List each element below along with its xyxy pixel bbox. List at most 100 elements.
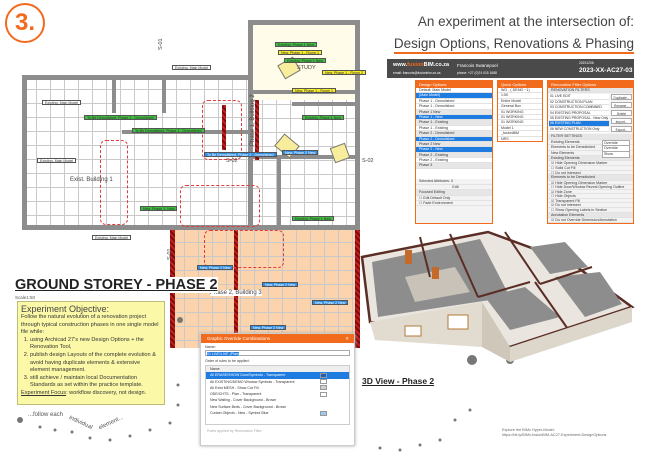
checkbox-icon[interactable]: ☐ [551, 208, 556, 213]
checkbox-icon[interactable]: ☐ [551, 170, 556, 175]
section-header: Elements to be Demolished [548, 175, 633, 181]
element-tag: New, Phase 2 New [282, 150, 319, 155]
renovation-filter-item[interactable]: 01 LIVE EDIT [549, 94, 609, 100]
checked-checkbox-icon[interactable]: ☑ [551, 180, 556, 185]
design-option-row[interactable]: Phase 1 - Existing [416, 120, 492, 126]
rule-name: New Surface Beds - Cover Background - Br… [210, 404, 287, 409]
checkbox-icon[interactable]: ☐ [551, 165, 556, 170]
color-swatch[interactable] [320, 379, 327, 385]
design-option-row[interactable]: Phase 2 - Demolished [416, 131, 492, 137]
footer-link[interactable]: https://bit.ly/BIMx-fusionBIM-AC27-Exper… [502, 433, 607, 437]
color-swatch[interactable] [320, 391, 327, 397]
objective-intro: Follow the natural evolution of a renova… [21, 314, 159, 336]
design-option-row[interactable]: Phase 1 - Existing [416, 126, 492, 132]
rule-name: New Walling - Cover Background - Brown [210, 398, 277, 403]
override-rule-row[interactable]: New Surface Beds - Cover Background - Br… [206, 404, 349, 410]
setting-dropdown[interactable]: Show [602, 150, 630, 158]
renovation-filter-item[interactable]: 04 EXISTING PROPOSAL [549, 111, 609, 116]
project-header-bar: www.fusionBIM.co.za email: francois@fusi… [387, 59, 634, 78]
checkbox-row[interactable]: ☐ Hide Objects [548, 194, 633, 199]
design-option-row[interactable]: Phase 2 - Demolished [416, 136, 492, 142]
fade-environment-checkbox[interactable]: ☐ Fade Environment [416, 201, 492, 207]
element-tag: To Be Demolished, Phase 2 - Demolished [204, 152, 277, 157]
name-input[interactable]: 01 LIVE/LIVE (Plan) [207, 352, 240, 356]
design-option-row[interactable]: Phase 1 - Demolished [416, 104, 492, 110]
checkbox-row[interactable]: ☐ Show Opening Labels in Section [548, 208, 633, 213]
renovation-filter-item[interactable]: 06 EXISTING PLAN [549, 121, 609, 127]
renovation-filter-item[interactable]: 03 CONSTRUCTION COMBINED [549, 105, 609, 111]
checkbox-row[interactable]: ☑ Hide Zone [548, 190, 633, 195]
quick-option-row[interactable]: 01 WORKING [498, 120, 542, 126]
color-swatch[interactable] [320, 410, 327, 416]
checkbox-label: Hide Opening Dimension Marker [555, 161, 608, 166]
override-rule-row[interactable]: Curtain Objects - New - Symbol Blue [206, 410, 349, 416]
color-swatch[interactable] [320, 385, 327, 391]
design-option-row[interactable]: Phase 2 - New [416, 147, 492, 153]
checked-checkbox-icon[interactable]: ☑ [551, 189, 556, 194]
design-option-row[interactable]: Phase 1 - Demolished [416, 99, 492, 105]
design-option-row[interactable]: Phase 1 New [416, 109, 492, 115]
checkbox-row[interactable]: ☑ Do not Override Drafting Elements [548, 223, 633, 224]
new-wall [355, 230, 360, 348]
column-header-name[interactable]: Name [206, 366, 349, 373]
default-option-dropdown[interactable]: Default: Main Model [416, 88, 492, 94]
override-rule-row[interactable]: All EXISTING/DEMO Window Symbols - Trans… [206, 379, 349, 385]
quick-option-row[interactable]: 1:50 [498, 93, 542, 99]
3d-view-title: 3D View - Phase 2 [362, 376, 435, 386]
quick-option-row[interactable]: _fusionBIM [498, 131, 542, 137]
quick-option-row[interactable]: NRS [498, 137, 542, 141]
checkbox-row[interactable]: ☐ Do not Intersect [548, 171, 633, 176]
checkbox-icon[interactable]: ☐ [551, 185, 556, 190]
quick-option-row[interactable]: General Box [498, 104, 542, 110]
filter-action-button[interactable]: Export... [611, 125, 632, 132]
checked-checkbox-icon[interactable]: ☑ [551, 218, 556, 223]
checkbox-label: Hide Zone [555, 189, 572, 194]
quick-option-row[interactable]: Model 1 [498, 126, 542, 132]
design-option-row[interactable]: Phase 2 - Existing [416, 152, 492, 159]
checkbox-row[interactable]: ☑ Hide Opening Dimension Marker [548, 181, 633, 186]
design-option-row[interactable]: Phase 2 New [416, 141, 492, 148]
rule-name: Curtain Objects - New - Symbol Blue [210, 411, 269, 416]
checked-checkbox-icon[interactable]: ☑ [551, 203, 556, 208]
checkbox-row[interactable]: ☑ Do not Override Dimension/Annotation [548, 218, 633, 223]
renovation-filter-item[interactable]: 05 EXISTING PROPOSAL - New Only [549, 115, 609, 122]
design-option-row[interactable]: (Main Model) [416, 93, 492, 99]
checkbox-row[interactable]: ☑ Transparent Fill [548, 199, 633, 204]
filter-action-button[interactable]: Rename... [611, 102, 632, 109]
override-rule-row[interactable]: All ERASE/SHOW Door/Symbols - Transparen… [206, 372, 349, 379]
element-tag: Existing, Main Model [172, 65, 212, 70]
edit-button[interactable]: Edit [416, 185, 492, 191]
design-option-row[interactable]: Phase 3 [416, 163, 492, 169]
quick-option-row[interactable]: 01 WORKING [498, 115, 542, 121]
filter-action-button[interactable]: Import... [611, 117, 632, 124]
override-rule-row[interactable]: New Walling - Cover Background - Brown [206, 397, 349, 403]
objective-item: publish design Layouts of the complete e… [30, 352, 161, 375]
design-option-row[interactable]: Phase 2 - Existing [416, 158, 492, 164]
quick-option-row[interactable]: 01 WORKING [498, 110, 542, 115]
checkbox-row[interactable]: ☐ Solid Cut Fill [548, 166, 633, 171]
override-rule-row[interactable]: ODE/CHTS - Plan - Transparent [206, 391, 349, 397]
filter-action-button[interactable]: Delete [611, 109, 632, 116]
wall [355, 20, 360, 230]
checkbox-icon[interactable]: ☐ [551, 194, 556, 199]
filter-action-button[interactable]: Duplicate... [611, 94, 632, 101]
renovation-filter-item[interactable]: 02 CONSTRUCTION PLAN [549, 100, 609, 106]
checkbox-row[interactable]: ☑ Do not Intersect [548, 203, 633, 209]
quick-option-row[interactable]: WO - ( DEMO ~1) [498, 88, 542, 94]
override-rule-row[interactable]: All Exist MESH - Show Cut Fill [206, 385, 349, 391]
section-marker: S-01 [158, 38, 164, 50]
checkbox-row[interactable]: ☐ Hide Door/Window Reveal Opening Outlin… [548, 185, 633, 190]
quick-option-row[interactable]: Entire Model [498, 99, 542, 105]
element-tag: Existing, Phase 1 New [302, 115, 344, 120]
checked-checkbox-icon[interactable]: ☑ [551, 161, 556, 166]
renovation-filter-item[interactable]: 06 NEW CONSTRUCTION Only [549, 127, 609, 133]
design-option-row[interactable]: Phase 1 - New [416, 114, 492, 121]
checked-checkbox-icon[interactable]: ☑ [551, 198, 556, 203]
focused-editing-section[interactable]: Focused Editing [416, 190, 492, 196]
color-swatch[interactable] [320, 372, 327, 378]
checkbox-row[interactable]: ☑ Hide Opening Dimension Marker [548, 161, 633, 166]
close-icon[interactable]: ✕ [345, 336, 349, 341]
checked-checkbox-icon[interactable]: ☑ [551, 223, 555, 224]
edit-default-only-checkbox[interactable]: ☐ Edit Default Only [416, 196, 492, 201]
